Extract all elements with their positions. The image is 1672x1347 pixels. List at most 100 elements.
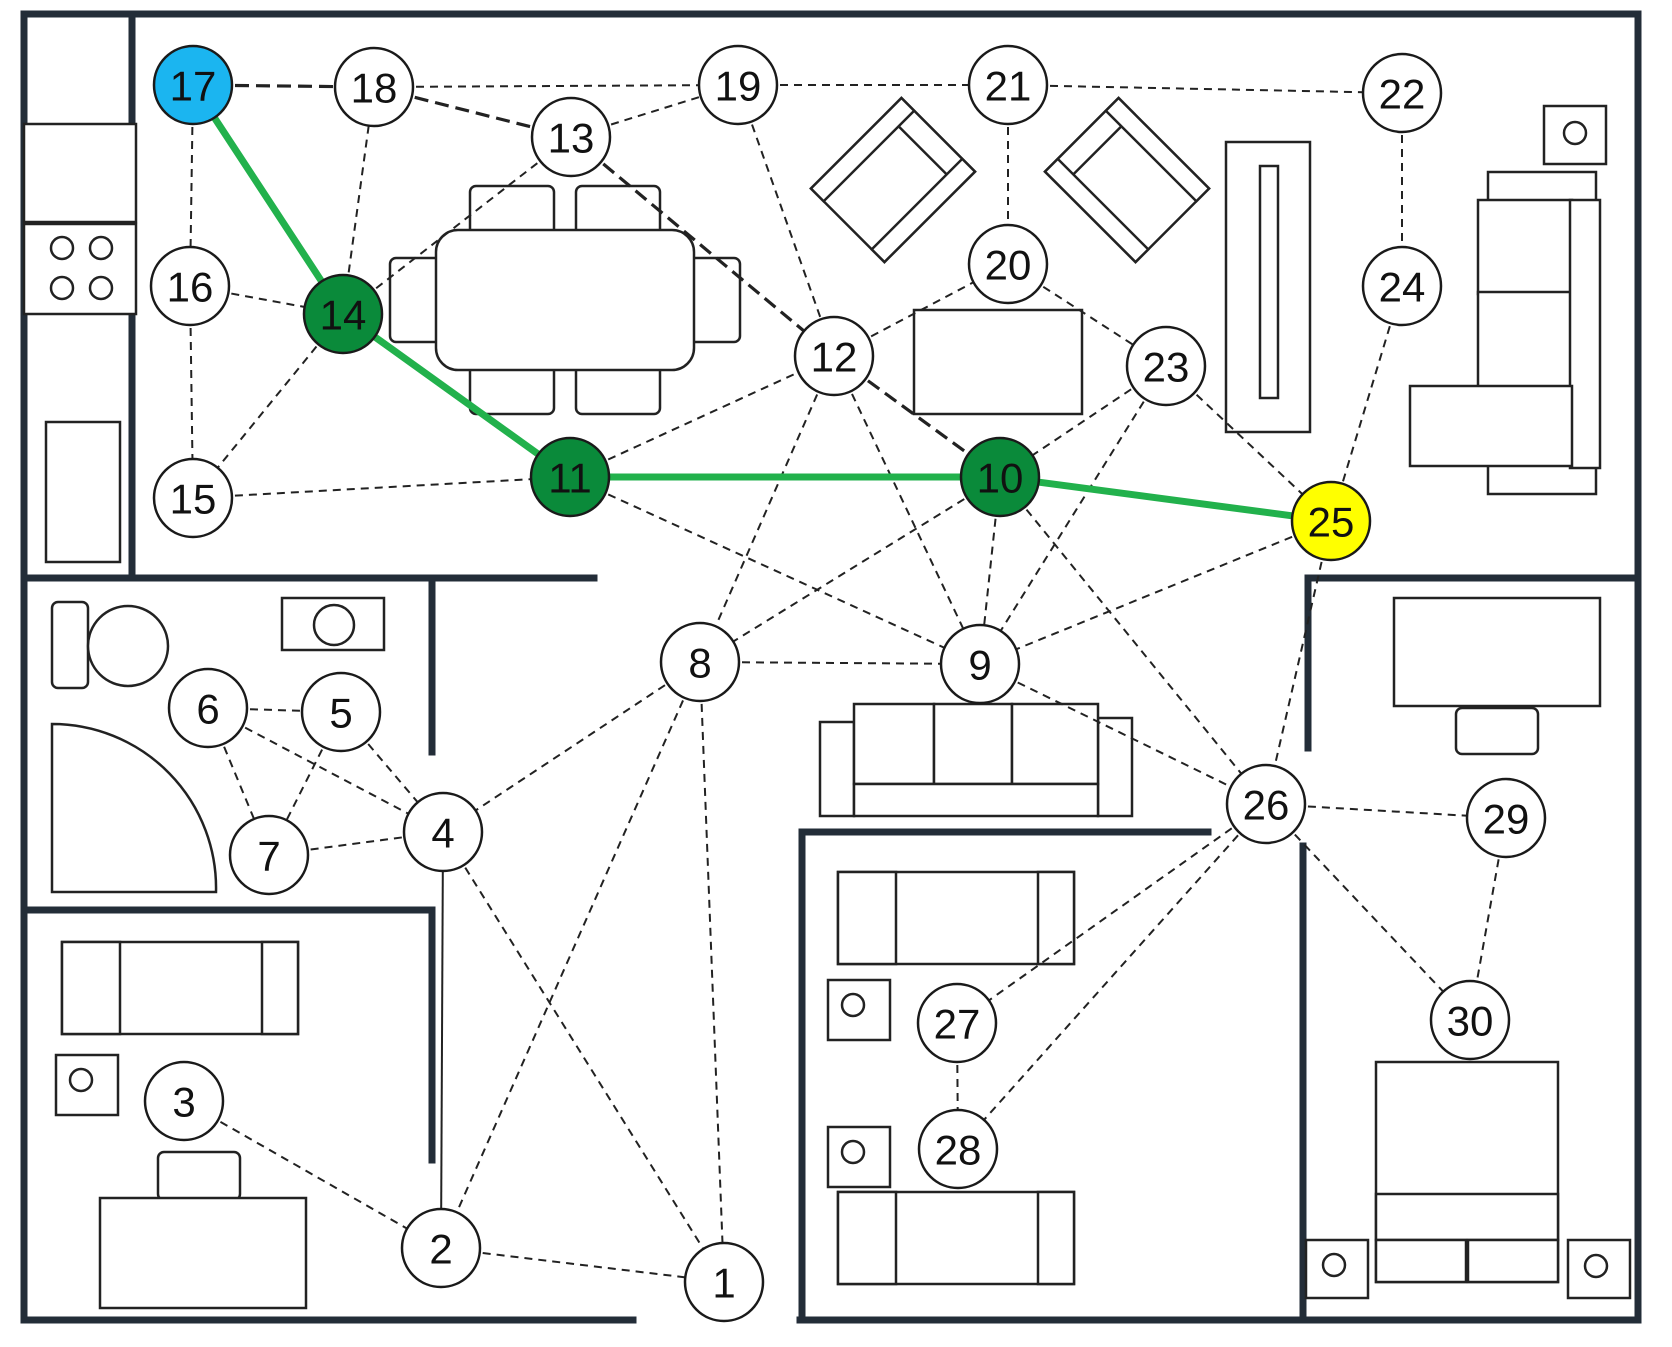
node-circle bbox=[659, 621, 741, 703]
sofa-arm bbox=[60, 940, 122, 1036]
graph-node-12: 12 bbox=[793, 315, 875, 397]
sofa-arm bbox=[1568, 198, 1602, 470]
node-label: 13 bbox=[548, 115, 595, 162]
node-circle bbox=[302, 273, 384, 355]
sofa-seat bbox=[1476, 198, 1574, 296]
graph-edge-23-9 bbox=[979, 365, 1167, 665]
node-circle bbox=[967, 44, 1049, 126]
node-label: 19 bbox=[715, 63, 762, 110]
graph-edge-12-9 bbox=[833, 355, 981, 665]
node-label: 24 bbox=[1379, 264, 1426, 311]
graph-node-10: 10 bbox=[959, 436, 1041, 518]
shortest-path bbox=[189, 81, 1335, 525]
node-label: 22 bbox=[1379, 71, 1426, 118]
node-label: 11 bbox=[548, 455, 592, 502]
pillow bbox=[1374, 1238, 1468, 1284]
node-label: 7 bbox=[257, 833, 280, 880]
armchair bbox=[1043, 96, 1211, 264]
node-circle bbox=[529, 436, 611, 518]
sofa-arm bbox=[1036, 1190, 1076, 1286]
wall-middle-left bbox=[20, 906, 436, 1164]
graph-node-7: 7 bbox=[228, 814, 310, 896]
toilet-tank bbox=[50, 600, 90, 690]
sofa-chaise bbox=[1408, 384, 1574, 468]
burner-icon bbox=[49, 235, 75, 261]
desk-chair bbox=[1454, 706, 1540, 756]
graph-edge-18-19 bbox=[373, 84, 739, 88]
graph-node-13: 13 bbox=[530, 96, 612, 178]
graph-edge-11-9 bbox=[569, 476, 981, 665]
graph-node-16: 16 bbox=[149, 245, 231, 327]
graph-node-6: 6 bbox=[167, 667, 249, 749]
node-label: 18 bbox=[351, 65, 398, 112]
node-label: 21 bbox=[985, 63, 1032, 110]
graph-edge-10-26 bbox=[999, 476, 1267, 805]
graph-node-17: 17 bbox=[152, 44, 234, 126]
node-label: 25 bbox=[1308, 499, 1355, 546]
node-label: 29 bbox=[1483, 796, 1530, 843]
node-circle bbox=[1465, 777, 1547, 859]
graph-edge-26-30 bbox=[1265, 803, 1471, 1021]
node-circle bbox=[959, 436, 1041, 518]
graph-node-8: 8 bbox=[659, 621, 741, 703]
node-circle bbox=[1361, 52, 1443, 134]
graph-node-25: 25 bbox=[1290, 480, 1372, 562]
node-circle bbox=[1125, 325, 1207, 407]
node-label: 5 bbox=[329, 690, 352, 737]
tv-screen bbox=[1258, 164, 1280, 400]
lamp-icon bbox=[68, 1067, 94, 1093]
graph-edge-19-12 bbox=[737, 84, 835, 357]
node-circle bbox=[1361, 245, 1443, 327]
sofa-arm bbox=[1096, 716, 1134, 818]
wall-right-top bbox=[1304, 574, 1642, 752]
sofa-arm bbox=[260, 940, 300, 1036]
node-label: 30 bbox=[1447, 998, 1494, 1045]
armchair bbox=[809, 96, 977, 264]
node-label: 15 bbox=[170, 476, 217, 523]
graph-node-28: 28 bbox=[917, 1108, 999, 1190]
graph-edge-8-4 bbox=[442, 661, 701, 833]
burner-icon bbox=[49, 275, 75, 301]
node-label: 9 bbox=[968, 642, 991, 689]
sofa-arm bbox=[836, 870, 898, 966]
dining-chair bbox=[686, 256, 742, 344]
node-label: 28 bbox=[935, 1127, 982, 1174]
lamp-icon bbox=[1583, 1253, 1609, 1279]
node-circle bbox=[300, 671, 382, 753]
graph-node-2: 2 bbox=[400, 1207, 482, 1289]
graph-node-26: 26 bbox=[1225, 763, 1307, 845]
node-label: 2 bbox=[429, 1226, 452, 1273]
dining-chair bbox=[388, 256, 444, 344]
kitchen-cabinet bbox=[22, 122, 138, 224]
graph-node-1: 1 bbox=[683, 1241, 765, 1323]
graph-node-5: 5 bbox=[300, 671, 382, 753]
outer-wall bbox=[20, 10, 1642, 1324]
sofa-seat bbox=[852, 702, 936, 786]
graph-node-9: 9 bbox=[939, 623, 1021, 705]
graph-node-20: 20 bbox=[967, 223, 1049, 305]
sofa-arm bbox=[1036, 870, 1076, 966]
wall-bedroom-top bbox=[798, 828, 1212, 1324]
burner-icon bbox=[88, 275, 114, 301]
graph-edge-14-18 bbox=[342, 86, 375, 315]
node-circle bbox=[143, 1060, 225, 1142]
graph-node-22: 22 bbox=[1361, 52, 1443, 134]
lamp-icon bbox=[1321, 1252, 1347, 1278]
burner-icon bbox=[88, 235, 114, 261]
walls bbox=[20, 10, 1642, 1324]
graph-edge-14-13 bbox=[342, 136, 572, 315]
toilet-bowl bbox=[86, 604, 170, 688]
path-edge-17-14 bbox=[189, 81, 347, 318]
graph-edge-2-1 bbox=[440, 1247, 725, 1283]
sofa-base bbox=[852, 782, 1100, 818]
node-label: 1 bbox=[712, 1260, 735, 1307]
lamp-icon bbox=[840, 992, 866, 1018]
graph-node-27: 27 bbox=[916, 982, 998, 1064]
bed bbox=[98, 1196, 308, 1310]
sofa-seat bbox=[1476, 290, 1574, 390]
graph-edge-26-28 bbox=[957, 803, 1267, 1150]
node-label: 26 bbox=[1243, 782, 1290, 829]
node-circle bbox=[167, 667, 249, 749]
